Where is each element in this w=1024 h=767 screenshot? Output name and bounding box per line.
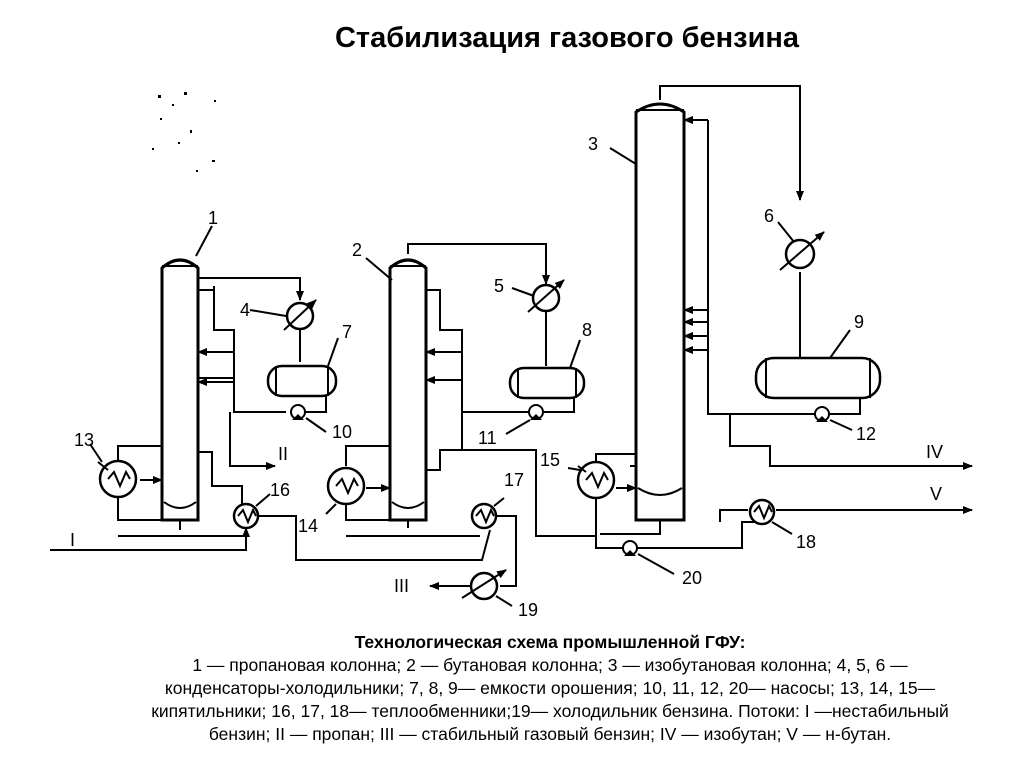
caption-line-4: бензин; II — пропан; III — стабильный га… <box>208 724 892 744</box>
caption-heading: Технологическая схема промышленной ГФУ: <box>354 632 746 652</box>
label-14: 14 <box>298 516 318 536</box>
heat-exchanger-17 <box>470 497 505 530</box>
heat-exchanger-16 <box>232 502 346 561</box>
condenser-4 <box>283 299 317 331</box>
stream-II: II <box>278 444 288 464</box>
vessel-9 <box>754 356 882 415</box>
label-13: 13 <box>74 430 94 450</box>
process-flow-diagram: 1 2 3 4 5 6 7 8 9 10 11 12 13 14 15 16 1… <box>50 85 973 620</box>
label-2: 2 <box>352 240 362 260</box>
leader-lines <box>89 147 851 507</box>
condenser-6 <box>779 231 825 271</box>
caption-line-3: кипятильники; 16, 17, 18— теплообменники… <box>151 701 949 721</box>
label-15: 15 <box>540 450 560 470</box>
vessel-7 <box>266 364 338 413</box>
pump-20 <box>622 540 675 575</box>
stream-III: III <box>394 576 409 596</box>
label-7: 7 <box>342 322 352 342</box>
reboiler-15 <box>576 460 616 500</box>
label-1: 1 <box>208 208 218 228</box>
label-9: 9 <box>854 312 864 332</box>
label-16: 16 <box>270 480 290 500</box>
label-3: 3 <box>588 134 598 154</box>
label-5: 5 <box>494 276 504 296</box>
scan-speckles <box>152 92 216 172</box>
label-12: 12 <box>856 424 876 444</box>
label-10: 10 <box>332 422 352 442</box>
column-3-isobutane <box>634 102 686 522</box>
figure-caption: Технологическая схема промышленной ГФУ: … <box>120 631 980 746</box>
pump-11 <box>505 404 544 435</box>
vessel-8 <box>508 366 586 413</box>
stream-V: V <box>930 484 942 504</box>
label-11: 11 <box>478 428 497 448</box>
caption-line-2: конденсаторы-холодильники; 7, 8, 9— емко… <box>164 678 936 698</box>
label-4: 4 <box>240 300 250 320</box>
page-title: Стабилизация газового бензина <box>334 22 800 54</box>
stream-IV: IV <box>926 442 943 462</box>
label-17: 17 <box>504 470 524 490</box>
cooler-19 <box>461 569 513 607</box>
label-19: 19 <box>518 600 538 620</box>
label-8: 8 <box>582 320 592 340</box>
stream-I: I <box>70 530 75 550</box>
label-18: 18 <box>796 532 816 552</box>
reboiler-14 <box>325 466 366 515</box>
pump-10 <box>290 404 327 433</box>
label-20: 20 <box>682 568 702 588</box>
label-6: 6 <box>764 206 774 226</box>
condenser-5 <box>527 279 565 313</box>
heat-exchanger-18 <box>748 498 793 535</box>
pump-12 <box>814 406 853 431</box>
reboiler-13 <box>97 459 138 499</box>
column-2-butane <box>388 258 428 522</box>
caption-line-1: 1 — пропановая колонна; 2 — бутановая ко… <box>192 655 908 675</box>
column-1-propane <box>160 258 200 522</box>
